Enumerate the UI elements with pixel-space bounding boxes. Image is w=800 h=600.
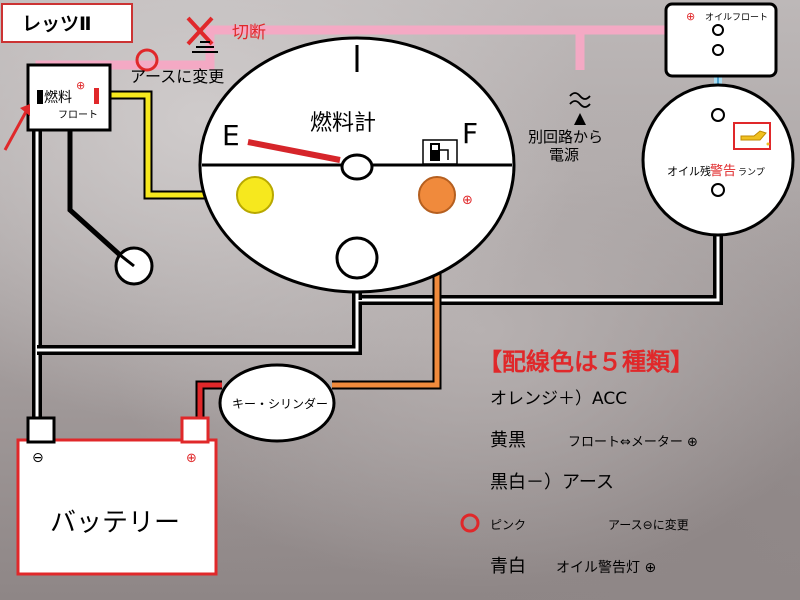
oil-lamp-label-a: オイル残	[667, 164, 711, 178]
battery-minus-mark: ⊖	[32, 450, 44, 466]
gauge-plus-mark: ⊕	[462, 193, 473, 208]
ground-symbol-icon	[192, 41, 218, 53]
key-cylinder-label: キー・シリンダー	[232, 396, 328, 411]
gauge-title: 燃料計	[310, 111, 376, 136]
oil-float-terminal-top	[712, 24, 724, 36]
float-label-line1: 燃料	[44, 89, 72, 106]
oil-lamp-terminal-bottom	[711, 183, 725, 197]
oil-warning-lamp	[641, 83, 795, 237]
gauge-terminal-orange	[418, 176, 456, 214]
gauge-terminal-yellow	[236, 176, 274, 214]
title-box	[1, 3, 133, 43]
cut-label: 切断	[232, 23, 266, 43]
up-arrow-icon	[574, 113, 586, 125]
legend-row-earth: 黒白－）アース	[490, 472, 614, 493]
legend-row-pink-left: ピンク	[490, 518, 526, 532]
red-battery-wire	[195, 380, 222, 420]
gauge-pivot	[340, 153, 374, 181]
other-circuit-line1: 別回路から	[528, 128, 603, 146]
gauge-full-label: F	[462, 117, 478, 150]
pink-circle-icon	[135, 48, 159, 72]
gauge-terminal-earth	[335, 236, 379, 280]
wavy-break-icon	[569, 92, 591, 108]
wire-color-legend: 【配線色は５種類】 オレンジ＋）ACC 黄黒 フロート⇔メーター ⊕ 黒白－）ア…	[460, 348, 698, 577]
float-plus-mark: ⊕	[76, 79, 85, 92]
legend-row-blue-left: 青白	[490, 556, 526, 577]
fuel-pump-icon	[422, 139, 458, 165]
oil-can-icon	[733, 122, 771, 150]
battery-plus-mark: ⊕	[186, 451, 197, 466]
legend-row-yellow-right: フロート⇔メーター ⊕	[568, 435, 698, 450]
oil-float-plus: ⊕	[686, 10, 695, 23]
oil-float-box	[664, 2, 778, 78]
arrow-icon	[3, 107, 30, 151]
float-label-line2: フロート	[58, 110, 98, 121]
battery-negative-terminal	[26, 416, 56, 444]
oil-float-label: オイルフロート	[705, 12, 768, 23]
battery-positive-terminal	[180, 416, 210, 444]
oil-lamp-label-c: ランプ	[738, 167, 765, 178]
yellow-black-wire	[95, 90, 255, 200]
gauge-empty-label: E	[222, 119, 240, 152]
legend-row-yellow-left: 黄黒	[490, 430, 526, 451]
legend-title: 【配線色は５種類】	[478, 348, 694, 376]
float-terminal-red	[94, 88, 99, 104]
oil-float-terminal-mid	[712, 44, 724, 56]
battery-label: バッテリー	[50, 508, 180, 538]
earth-note: アースに変更	[130, 67, 224, 86]
battery	[16, 438, 218, 576]
float-ground-wire	[67, 120, 122, 257]
title: レッツⅡ	[22, 13, 92, 35]
cut-cross-icon	[186, 16, 214, 46]
gauge-needle	[247, 139, 341, 163]
oil-lamp-terminal-top	[711, 108, 725, 122]
oil-lamp-label-b: 警告	[710, 163, 736, 179]
legend-pink-circle-icon	[460, 513, 480, 533]
legend-row-pink-right: アース⊖に変更	[608, 517, 689, 532]
legend-row-orange: オレンジ＋）ACC	[490, 389, 627, 409]
key-cylinder	[218, 363, 336, 443]
float-terminal-black	[37, 90, 43, 104]
other-circuit-line2: 電源	[549, 146, 579, 164]
legend-row-blue-right: オイル警告灯 ⊕	[556, 560, 656, 576]
